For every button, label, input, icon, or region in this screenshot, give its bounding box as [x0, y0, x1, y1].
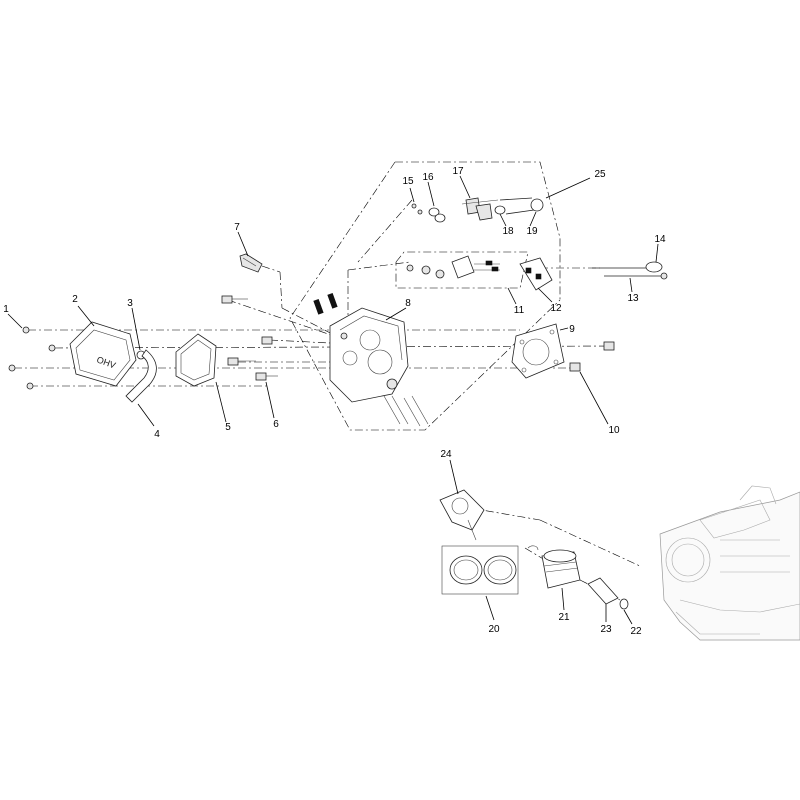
cover-gasket: [175, 333, 217, 387]
callout-21[interactable]: 21: [558, 612, 570, 623]
dowel-pins: [313, 293, 338, 315]
callout-24[interactable]: 24: [440, 449, 452, 460]
callout-14[interactable]: 14: [654, 234, 666, 245]
piston: [527, 545, 581, 589]
callout-17[interactable]: 17: [452, 166, 464, 177]
callout-23[interactable]: 23: [600, 624, 612, 635]
pin-clip: [619, 598, 629, 610]
leader-lines: [7, 175, 659, 625]
callout-labels: 1 2 3 4 5 6 7 8 9 10 11 12 13 14 15 16 1…: [3, 166, 666, 637]
callout-16[interactable]: 16: [422, 172, 434, 183]
connecting-rod: [439, 489, 485, 541]
callout-22[interactable]: 22: [630, 626, 642, 637]
head-bolts: [221, 295, 278, 381]
callout-8[interactable]: 8: [405, 298, 411, 309]
spark-plug: [239, 253, 263, 273]
head-cover: OHV: [69, 321, 137, 387]
rocker-plate: [519, 257, 553, 291]
rocker-arms: [395, 251, 529, 289]
alignment-lines: [14, 199, 641, 601]
breather-tube: [125, 349, 157, 403]
cylinder-head: [329, 307, 429, 427]
push-rod-end: [645, 261, 668, 280]
callout-15[interactable]: 15: [402, 176, 414, 187]
callout-7[interactable]: 7: [234, 222, 240, 233]
valve-train: [411, 197, 544, 223]
callout-12[interactable]: 12: [550, 303, 562, 314]
crankcase-ghost: [659, 485, 800, 641]
callout-20[interactable]: 20: [488, 624, 500, 635]
callout-19[interactable]: 19: [526, 226, 538, 237]
callout-25[interactable]: 25: [594, 169, 606, 180]
dowel-10: [569, 341, 615, 372]
callout-10[interactable]: 10: [608, 425, 620, 436]
piston-pin: [587, 577, 619, 605]
callout-6[interactable]: 6: [273, 419, 279, 430]
callout-18[interactable]: 18: [502, 226, 514, 237]
piston-rings: [441, 545, 519, 595]
callout-2[interactable]: 2: [72, 294, 78, 305]
callout-1[interactable]: 1: [3, 304, 9, 315]
callout-11[interactable]: 11: [514, 305, 525, 316]
callout-5[interactable]: 5: [225, 422, 231, 433]
callout-13[interactable]: 13: [627, 293, 639, 304]
callout-4[interactable]: 4: [154, 429, 160, 440]
callout-3[interactable]: 3: [127, 298, 133, 309]
bolt-1-group: [8, 326, 56, 390]
callout-9[interactable]: 9: [569, 324, 575, 335]
valve-assembly-boundary: [289, 161, 561, 431]
head-gasket: [511, 323, 565, 379]
